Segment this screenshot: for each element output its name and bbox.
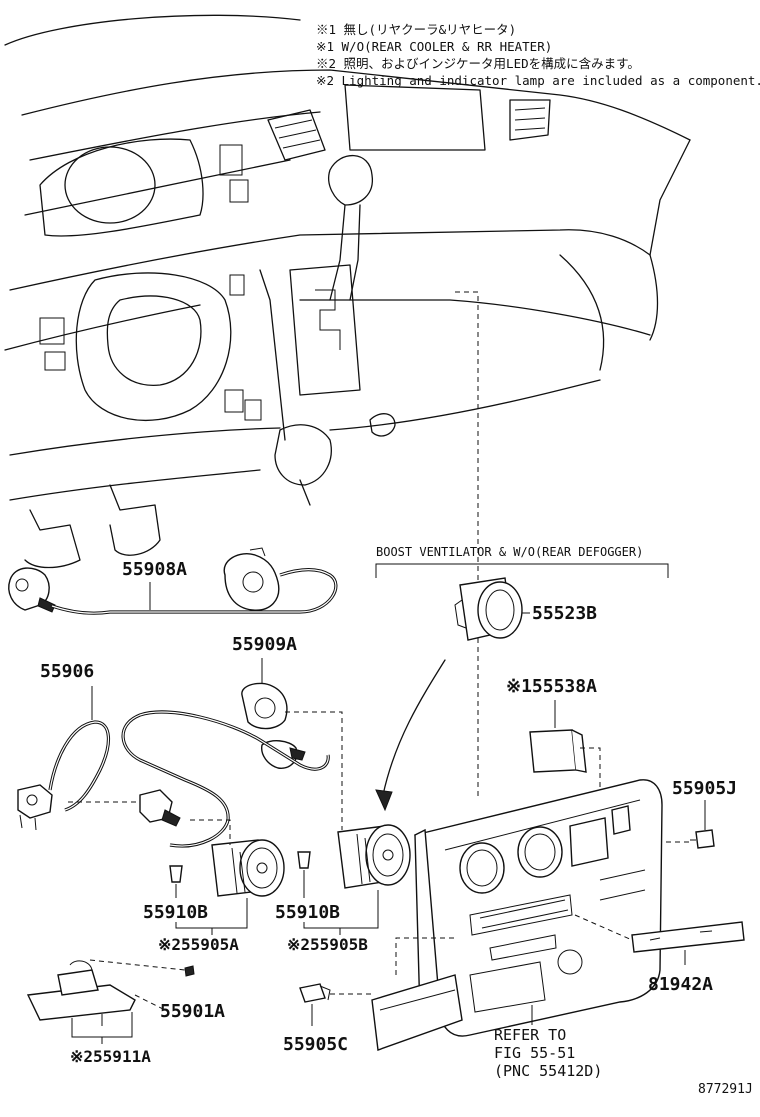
figure-id: 877291J	[698, 1082, 753, 1097]
note-line-1: ※1 無し(リヤクーラ&リヤヒータ)	[316, 22, 516, 37]
refer-line-1: REFER TO	[494, 1026, 566, 1044]
cable-55908a-icon	[8, 547, 338, 615]
callout-55906: 55906	[40, 661, 94, 682]
callout-55908a: 55908A	[122, 559, 187, 580]
callout-55909a: 55909A	[232, 634, 297, 655]
dashboard-illustration-icon	[4, 14, 691, 800]
section-header-label: BOOST VENTILATOR & W/O(REAR DEFOGGER)	[376, 545, 643, 559]
clip-55905c-icon	[299, 983, 331, 1003]
callout-55905a: ※255905A	[158, 935, 239, 954]
callout-55911a: ※255911A	[70, 1047, 151, 1066]
harness-55901a-icon	[26, 960, 195, 1030]
cable-55906-icon	[17, 710, 330, 848]
refer-line-3: (PNC 55412D)	[494, 1062, 602, 1080]
switch-55538a-icon	[529, 729, 587, 773]
callout-55901a: 55901A	[160, 1001, 225, 1022]
trim-plate-81942a-icon	[631, 921, 745, 953]
push-switch-55523b-icon	[454, 577, 523, 641]
clip-55905j-icon	[690, 829, 715, 849]
callout-55910b-right: 55910B	[275, 902, 340, 923]
note-line-2: ※1 W/O(REAR COOLER & RR HEATER)	[316, 39, 552, 54]
notes-block: ※1 無し(リヤクーラ&リヤヒータ) ※1 W/O(REAR COOLER & …	[316, 22, 760, 88]
note-line-3: ※2 照明、およびインジケータ用LEDを構成に含みます。	[316, 56, 640, 71]
callout-81942a: 81942A	[648, 974, 713, 995]
heater-control-panel-icon	[371, 779, 663, 1051]
callout-55905j: 55905J	[672, 778, 737, 799]
note-line-4: ※2 Lighting and indicator lamp are inclu…	[316, 73, 760, 88]
callout-55905b: ※255905B	[287, 935, 368, 954]
callout-55905c: 55905C	[283, 1034, 348, 1055]
rotary-switch-55905a-icon	[211, 839, 285, 897]
refer-line-2: FIG 55-51	[494, 1044, 575, 1062]
callout-55538a: ※155538A	[506, 676, 597, 697]
section-header: BOOST VENTILATOR & W/O(REAR DEFOGGER)	[375, 545, 669, 578]
callout-55523b: 55523B	[532, 603, 597, 624]
screw-55910b-right-icon	[297, 851, 311, 869]
callout-55910b-left: 55910B	[143, 902, 208, 923]
rotary-switch-55905b-icon	[337, 824, 411, 889]
screw-55910b-left-icon	[169, 865, 183, 883]
rotary-knob-55909a-icon	[241, 682, 306, 769]
